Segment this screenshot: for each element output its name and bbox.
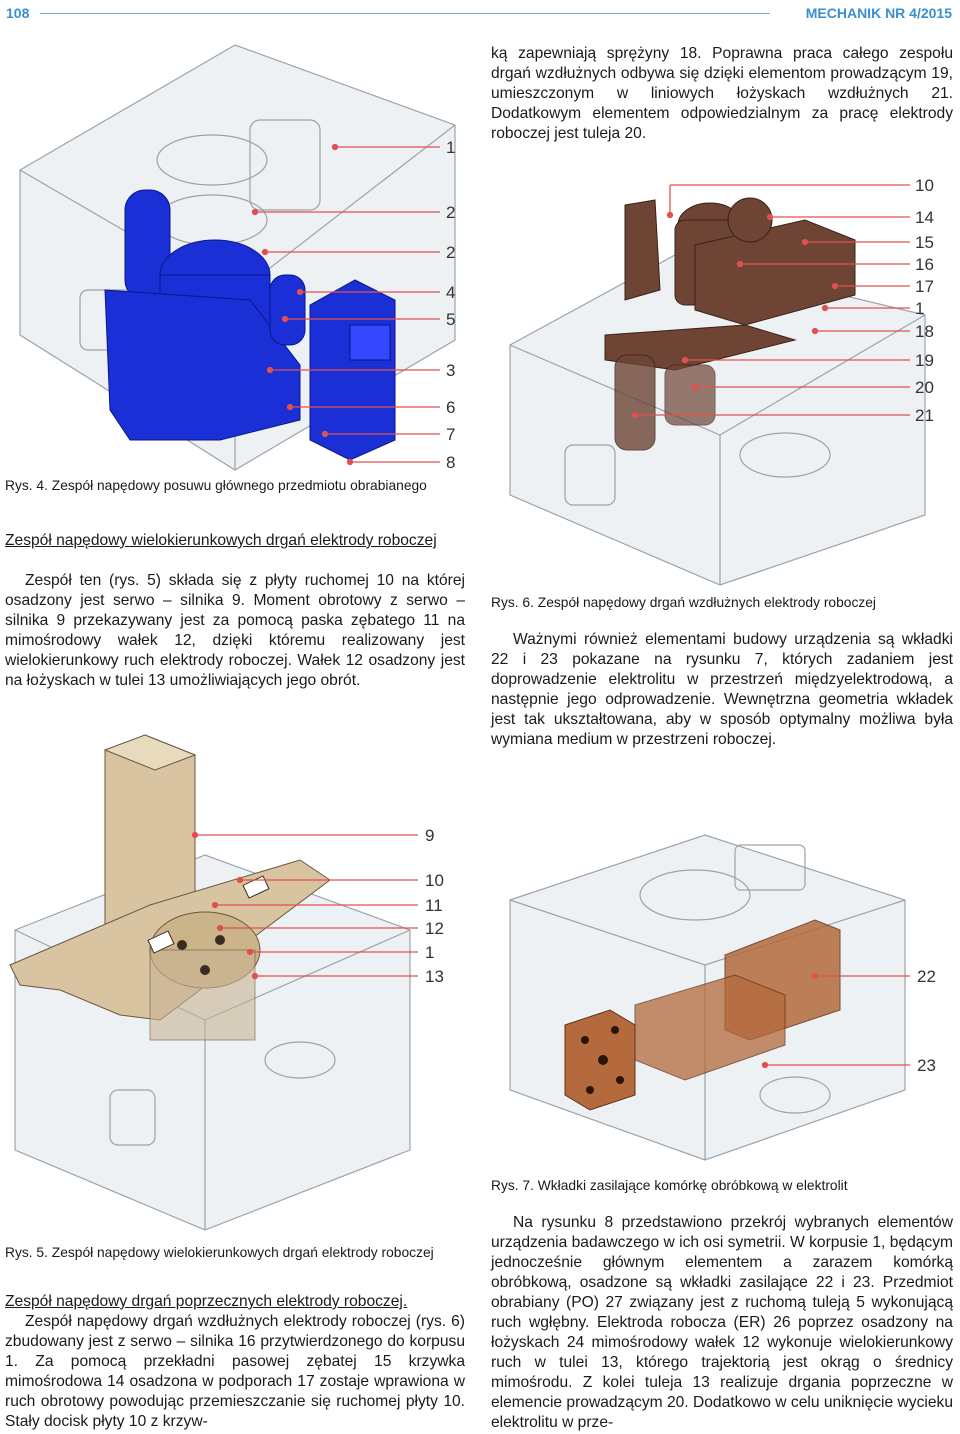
fig5-label-11: 11 xyxy=(425,896,443,915)
fig4-label-8: 8 xyxy=(446,453,455,472)
header-rule xyxy=(40,13,770,14)
fig6-label-17: 17 xyxy=(915,277,934,296)
fig6-label-20: 20 xyxy=(915,378,934,397)
figure-5: 9 10 11 12 1 13 xyxy=(9,734,444,1231)
section1-heading: Zespół napędowy wielokierunkowych drgań … xyxy=(5,532,437,549)
fig4-label-6: 6 xyxy=(446,398,455,417)
fig5-label-1: 1 xyxy=(425,943,434,962)
fig6-label-15: 15 xyxy=(915,233,934,252)
fig4-label-3: 3 xyxy=(446,361,455,380)
fig6-label-18: 18 xyxy=(915,322,934,341)
fig7-caption: Rys. 7. Wkładki zasilające komórkę obrób… xyxy=(491,1178,848,1193)
section2-heading: Zespół napędowy drgań poprzecznych elekt… xyxy=(5,1293,408,1310)
journal-title: MECHANIK NR 4/2015 xyxy=(805,5,952,21)
fig6-caption: Rys. 6. Zespół napędowy drgań wzdłużnych… xyxy=(491,595,876,610)
fig4-label-5: 5 xyxy=(446,310,455,329)
fig6-label-21: 21 xyxy=(915,406,934,425)
fig4-label-2a: 2 xyxy=(446,203,455,222)
fig6-label-10: 10 xyxy=(915,176,934,195)
fig5-label-13: 13 xyxy=(425,967,444,986)
fig7-label-23: 23 xyxy=(917,1056,936,1075)
section2-body: Zespół napędowy drgań wzdłużnych elektro… xyxy=(5,1313,465,1430)
right-top-paragraph: ką zapewniają sprężyny 18. Poprawna prac… xyxy=(491,45,953,142)
fig6-label-14: 14 xyxy=(915,208,934,227)
fig6-label-19: 19 xyxy=(915,351,934,370)
right-mid-paragraph: Ważnymi również elementami budowy urządz… xyxy=(491,631,953,748)
section1-body: Zespół ten (rys. 5) składa się z płyty r… xyxy=(5,572,465,689)
figure-6: 10 14 15 16 17 1 18 19 20 21 xyxy=(509,176,934,586)
fig4-label-4: 4 xyxy=(446,283,455,302)
right-bottom-paragraph: Na rysunku 8 przedstawiono przekrój wybr… xyxy=(491,1214,953,1431)
fig5-label-12: 12 xyxy=(425,919,444,938)
fig5-label-9: 9 xyxy=(425,826,434,845)
figure-4: 1 2 2 4 5 3 6 7 8 xyxy=(19,44,456,472)
fig4-label-1: 1 xyxy=(446,138,455,157)
fig4-label-2b: 2 xyxy=(446,243,455,262)
fig6-label-1: 1 xyxy=(915,299,924,318)
fig5-label-10: 10 xyxy=(425,871,444,890)
fig7-label-22: 22 xyxy=(917,967,936,986)
figure-7: 22 23 xyxy=(509,834,936,1161)
page-header: 108 MECHANIK NR 4/2015 xyxy=(0,0,960,26)
fig5-caption: Rys. 5. Zespół napędowy wielokierunkowyc… xyxy=(5,1245,434,1260)
fig4-label-7: 7 xyxy=(446,425,455,444)
page-number: 108 xyxy=(6,5,30,21)
fig6-label-16: 16 xyxy=(915,255,934,274)
fig4-caption: Rys. 4. Zespół napędowy posuwu głównego … xyxy=(5,478,427,493)
